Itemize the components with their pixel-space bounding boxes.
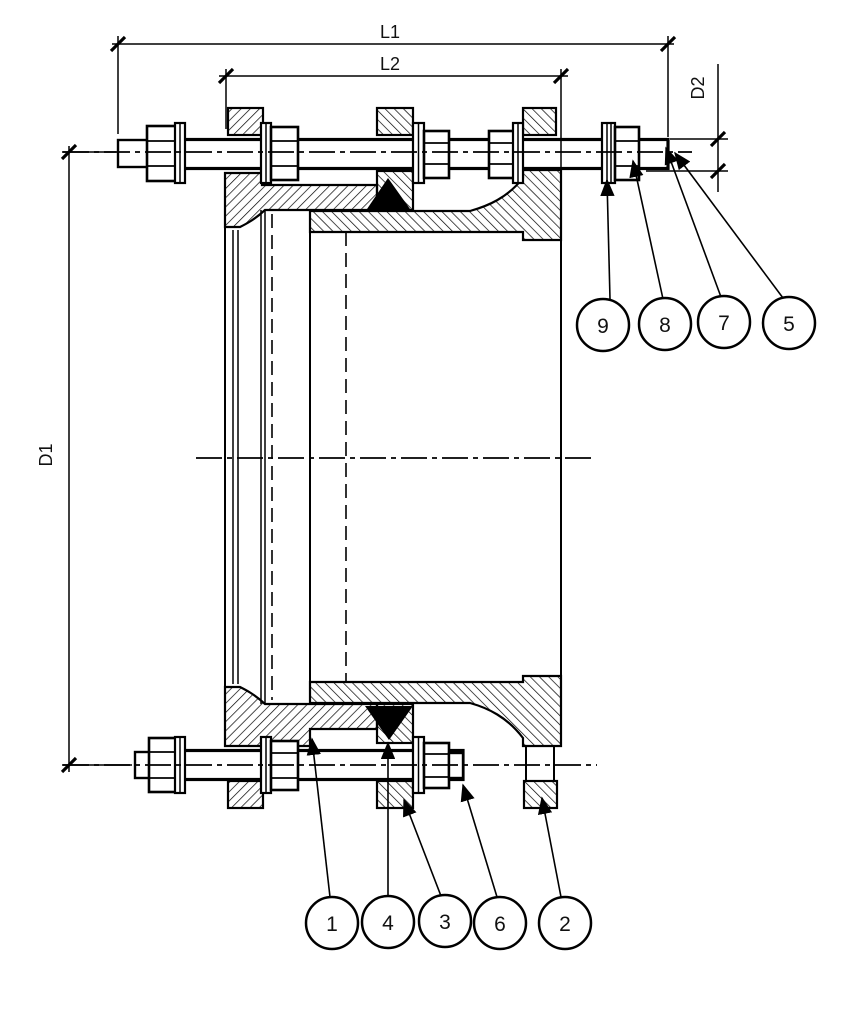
body-section-bottom [223,685,379,748]
hex-nut-top-2 [269,125,300,182]
callout-circle [537,895,593,951]
callout-leaders [306,146,784,898]
callout-3: 3 [417,893,473,949]
callout-balloons-bottom: 1 4 3 6 2 [304,893,593,951]
silhouette-lines [224,210,562,781]
leader-1 [306,737,331,898]
dim-label-d2: D2 [688,76,708,99]
callout-number: 8 [659,314,671,337]
body-flange-tab-bottom [226,779,265,810]
dimension-d1 [60,143,132,774]
callout-number: 4 [382,912,394,935]
spigot-section-bottom [308,674,563,748]
body-flange-tab-top [226,106,265,137]
callout-8: 8 [637,296,693,352]
gland-ring-tab-bottom [375,779,415,810]
washer-top-4 [511,121,525,185]
leader-3 [403,798,442,897]
washer-top-3 [411,121,426,185]
hex-nut-top-4 [487,129,516,180]
callout-number: 2 [559,913,571,936]
callout-number: 3 [439,911,451,934]
callout-circle [417,893,473,949]
leader-2 [537,796,562,898]
callout-9: 9 [575,297,631,353]
centerlines [63,151,692,766]
callout-number: 1 [326,913,338,936]
dimension-l1 [109,35,677,137]
leader-8 [629,159,664,300]
callout-6: 6 [472,895,528,951]
dim-tick [60,143,78,161]
dim-tick [709,162,727,180]
callout-number: 7 [718,312,730,335]
callout-circle [575,297,631,353]
callout-number: 5 [783,313,795,336]
callout-1: 1 [304,895,360,951]
callout-circle [304,895,360,951]
callout-number: 6 [494,913,506,936]
dim-tick [552,67,570,85]
spigot-section-top [308,168,563,242]
callout-circle [637,296,693,352]
dim-tick [217,67,235,85]
callout-7: 7 [696,294,752,350]
callout-number: 9 [597,315,609,338]
tie-rod-assembly-top [116,121,670,185]
leader-5 [674,151,784,299]
dim-tick [109,35,127,53]
spigot-flange-tab-bottom [522,779,559,810]
dim-label-l2: L2 [380,54,400,74]
spigot-flange-tab-top [521,106,558,137]
gasket-seal-top [367,178,410,209]
hex-nut-top-3 [422,129,451,180]
dim-tick [659,35,677,53]
callout-circle [696,294,752,350]
gland-ring-tab-top [375,106,415,137]
dimension-d2 [646,64,728,192]
callout-balloons-top: 9 8 7 5 [575,294,817,353]
dim-tick [60,756,78,774]
dimension-l2 [217,67,570,168]
leader-6 [460,783,498,898]
dim-label-d1: D1 [36,443,56,466]
washer-top-1 [173,121,187,185]
callout-circle [360,894,416,950]
dim-tick [709,130,727,148]
body-section-top [223,171,379,229]
washer-top-5 [600,121,617,185]
dim-label-l1: L1 [380,22,400,42]
rod-tip-left-top [116,138,152,169]
callout-circle [761,295,817,351]
leader-9 [600,178,615,300]
washer-top-2 [259,121,273,185]
gasket-seal-bottom [365,706,413,740]
callout-circle [472,895,528,951]
callout-5: 5 [761,295,817,351]
callout-4: 4 [360,894,416,950]
leader-7 [664,146,722,298]
callout-2: 2 [537,895,593,951]
